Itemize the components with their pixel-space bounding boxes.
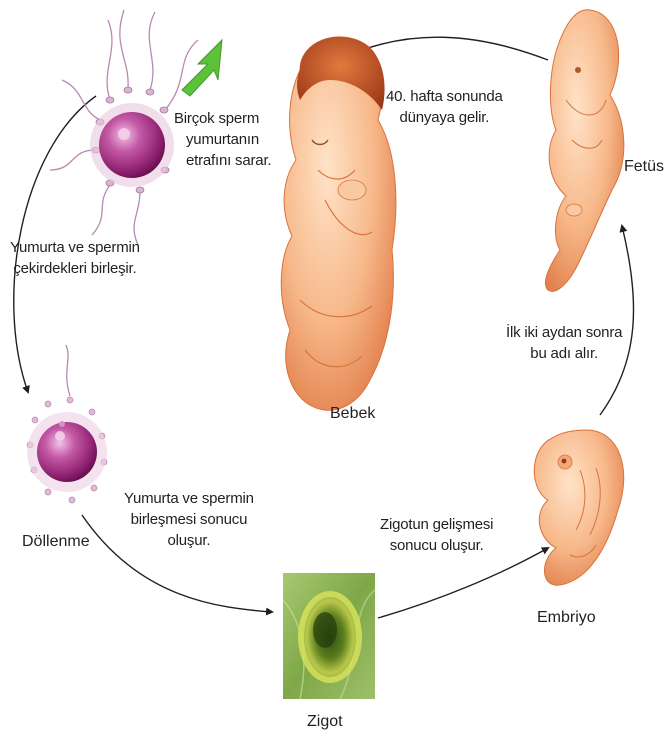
caption-line: oluşur. [124, 530, 254, 551]
caption-birth: 40. hafta sonunda dünyaya gelir. [386, 86, 503, 128]
caption-line: dünyaya gelir. [386, 107, 503, 128]
zigot-illustration [283, 573, 375, 699]
stage-label-dollenme: Döllenme [22, 532, 90, 552]
caption-nuclei-merge: Yumurta ve spermin çekirdekleri birleşir… [10, 237, 140, 279]
caption-sperm-surround: Birçok sperm yumurtanın etrafını sarar. [174, 108, 271, 171]
caption-line: Birçok sperm [174, 108, 271, 129]
caption-line: birleşmesi sonucu [124, 509, 254, 530]
caption-line: 40. hafta sonunda [386, 86, 503, 107]
caption-embriyo-formation: Zigotun gelişmesi sonucu oluşur. [380, 514, 493, 556]
caption-line: İlk iki aydan sonra [506, 322, 622, 343]
stage-label-fetus: Fetüs [624, 157, 664, 177]
embryo-illustration [534, 430, 623, 585]
caption-fetus-naming: İlk iki aydan sonra bu adı alır. [506, 322, 622, 364]
caption-line: Yumurta ve spermin [10, 237, 140, 258]
caption-line: bu adı alır. [506, 343, 622, 364]
stage-label-bebek: Bebek [330, 404, 375, 424]
caption-line: Zigotun gelişmesi [380, 514, 493, 535]
stage-label-zigot: Zigot [307, 712, 343, 732]
caption-line: çekirdekleri birleşir. [10, 258, 140, 279]
baby-illustration [281, 37, 396, 410]
fetus-illustration [545, 10, 623, 292]
arrow-embriyo-to-fetus [600, 226, 634, 415]
caption-line: Yumurta ve spermin [124, 488, 254, 509]
arrow-zigot-to-embriyo [378, 548, 548, 618]
caption-line: yumurtanın [174, 129, 271, 150]
pointer-arrow-icon [182, 40, 222, 96]
caption-line: sonucu oluşur. [380, 535, 493, 556]
arrow-fetus-to-bebek [356, 37, 548, 60]
caption-zigot-formation: Yumurta ve spermin birleşmesi sonucu olu… [124, 488, 254, 551]
stage-label-embriyo: Embriyo [537, 608, 596, 628]
caption-line: etrafını sarar. [174, 150, 271, 171]
fertilized-egg-illustration [27, 345, 107, 503]
